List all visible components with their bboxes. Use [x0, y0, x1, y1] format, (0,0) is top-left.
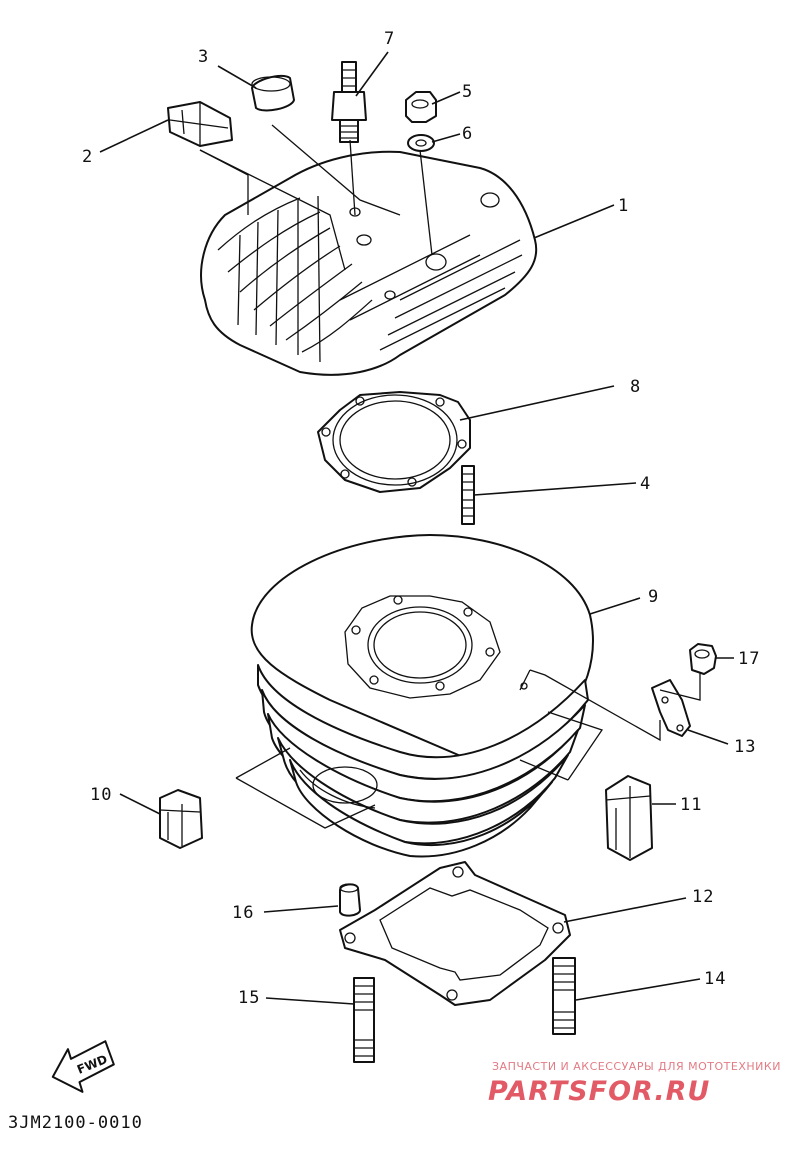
head-gasket — [317, 391, 471, 493]
head-nut — [405, 91, 437, 123]
cylinder-stud-left — [353, 977, 375, 1063]
callout-7: 7 — [384, 29, 395, 49]
callout-14: 14 — [704, 969, 726, 989]
cylinder-body — [250, 534, 594, 858]
cylinder-stud-right — [552, 957, 576, 1035]
watermark: ЗАПЧАСТИ И АКСЕССУАРЫ ДЛЯ МОТОТЕХНИКИ PA… — [488, 1060, 781, 1107]
leader-lines — [99, 51, 734, 1005]
callout-11: 11 — [680, 795, 702, 815]
cylinder-damper-right — [605, 775, 653, 861]
watermark-tagline: ЗАПЧАСТИ И АКСЕССУАРЫ ДЛЯ МОТОТЕХНИКИ — [492, 1060, 781, 1073]
callout-16: 16 — [232, 903, 254, 923]
head-damper — [167, 101, 233, 147]
base-gasket — [339, 861, 571, 1006]
watermark-brand: PARTSFOR.RU — [488, 1076, 710, 1107]
callout-9: 9 — [648, 587, 659, 607]
bracket-nut — [689, 643, 717, 675]
callout-labels: 1 2 3 4 5 6 7 8 9 10 11 12 13 14 15 16 1… — [82, 29, 760, 1008]
callout-3: 3 — [198, 47, 209, 67]
assembly-guide-lines — [199, 124, 701, 829]
cylinder-head — [200, 150, 538, 376]
callout-5: 5 — [462, 82, 473, 102]
callout-15: 15 — [238, 988, 260, 1008]
callout-17: 17 — [738, 649, 760, 669]
head-stud — [461, 465, 475, 525]
callout-12: 12 — [692, 887, 714, 907]
callout-1: 1 — [618, 196, 629, 216]
spark-plug-cap — [251, 74, 295, 112]
dowel-pin — [339, 883, 361, 917]
drawing-code: 3JM2100-0010 — [8, 1113, 143, 1133]
callout-13: 13 — [734, 737, 756, 757]
cylinder-bracket — [651, 679, 691, 737]
callout-8: 8 — [630, 377, 641, 397]
head-washer — [407, 134, 435, 152]
callout-4: 4 — [640, 474, 651, 494]
callout-6: 6 — [462, 124, 473, 144]
spark-plug — [331, 61, 367, 143]
callout-2: 2 — [82, 147, 93, 167]
callout-10: 10 — [90, 785, 112, 805]
cylinder-damper-left — [159, 789, 203, 849]
forward-direction-arrow: FWD — [51, 1040, 115, 1093]
